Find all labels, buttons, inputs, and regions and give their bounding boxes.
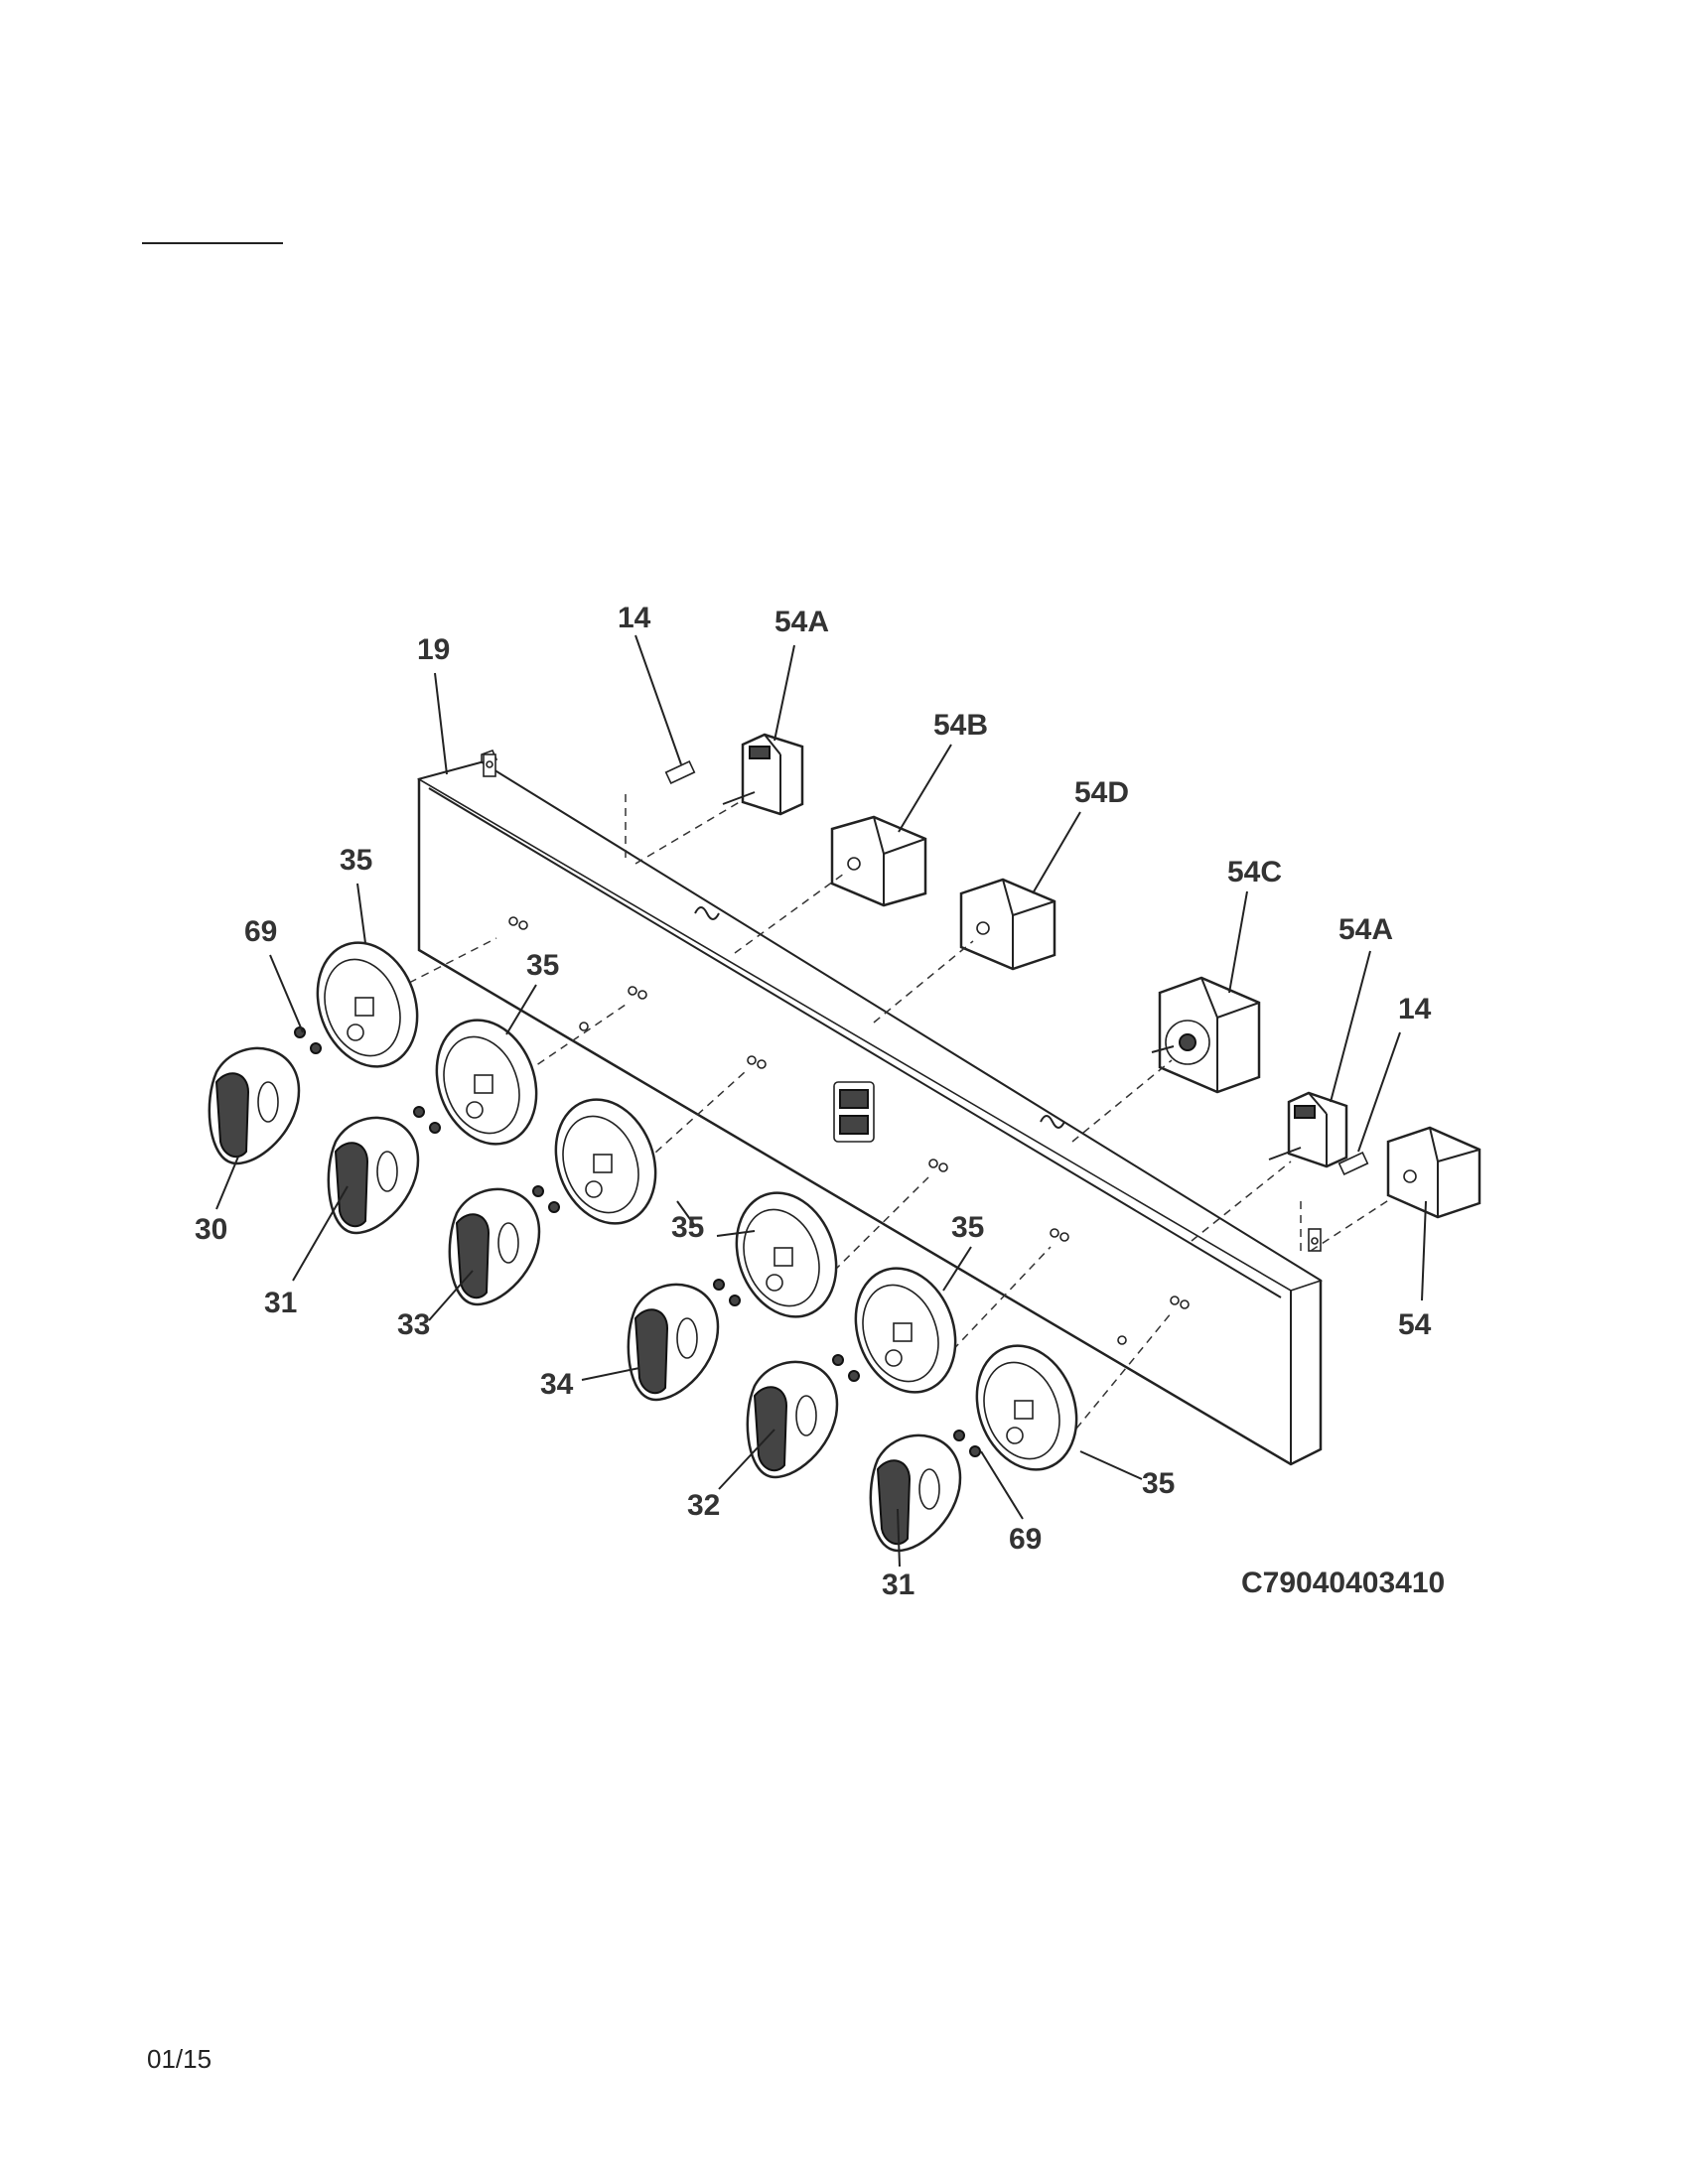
terminal-14-right	[1337, 1152, 1369, 1175]
bezel-4	[735, 1191, 838, 1318]
knob-30	[208, 1046, 301, 1165]
label-35-1: 35	[340, 844, 372, 877]
bezel-2	[435, 1019, 538, 1146]
footer-date: 01/15	[147, 2044, 212, 2074]
bezel-1	[316, 941, 419, 1068]
diagram-code: C79040403410	[1241, 1567, 1445, 1599]
label-69-1: 69	[244, 915, 277, 948]
label-35-3: 35	[671, 1211, 704, 1244]
terminal-14-top	[664, 760, 696, 784]
label-33: 33	[397, 1308, 430, 1341]
switch-54b	[830, 815, 927, 907]
label-34: 34	[540, 1368, 574, 1401]
label-35-4: 35	[951, 1211, 984, 1244]
switch-54a-right	[1268, 1091, 1348, 1168]
knob-31-a	[327, 1116, 420, 1235]
label-35-2: 35	[526, 949, 559, 982]
label-54d: 54D	[1074, 776, 1129, 809]
knob-34	[627, 1283, 720, 1402]
label-54b: 54B	[933, 709, 988, 742]
label-54a-right: 54A	[1338, 913, 1393, 946]
knob-31-b	[869, 1433, 962, 1553]
header-rule	[142, 242, 283, 244]
control-panel	[416, 749, 1323, 1466]
label-54a-top: 54A	[774, 606, 829, 638]
label-32: 32	[687, 1489, 720, 1522]
bezel-6	[975, 1344, 1078, 1471]
label-14-right: 14	[1398, 993, 1432, 1025]
screws	[294, 1026, 981, 1457]
switch-54c	[1151, 976, 1261, 1094]
bezel-3	[554, 1098, 657, 1225]
label-69-2: 69	[1009, 1523, 1042, 1556]
bezel-5	[854, 1267, 957, 1394]
label-19: 19	[417, 633, 450, 666]
switch-54	[1386, 1126, 1481, 1219]
label-31-1: 31	[264, 1287, 297, 1319]
switch-54a-top	[722, 733, 804, 816]
label-14-top: 14	[618, 602, 651, 634]
label-54: 54	[1398, 1308, 1432, 1341]
label-54c: 54C	[1227, 856, 1282, 888]
leader-lines	[215, 634, 1427, 1568]
label-31-2: 31	[882, 1569, 914, 1601]
knob-32	[746, 1360, 839, 1479]
callout-labels: 19 14 54A 54B 54D 54C 54A 14 54 35 35 35…	[195, 602, 1445, 1601]
switch-54d	[959, 878, 1056, 971]
label-30: 30	[195, 1213, 227, 1246]
knob-33	[448, 1187, 541, 1306]
label-35-5: 35	[1142, 1467, 1175, 1500]
